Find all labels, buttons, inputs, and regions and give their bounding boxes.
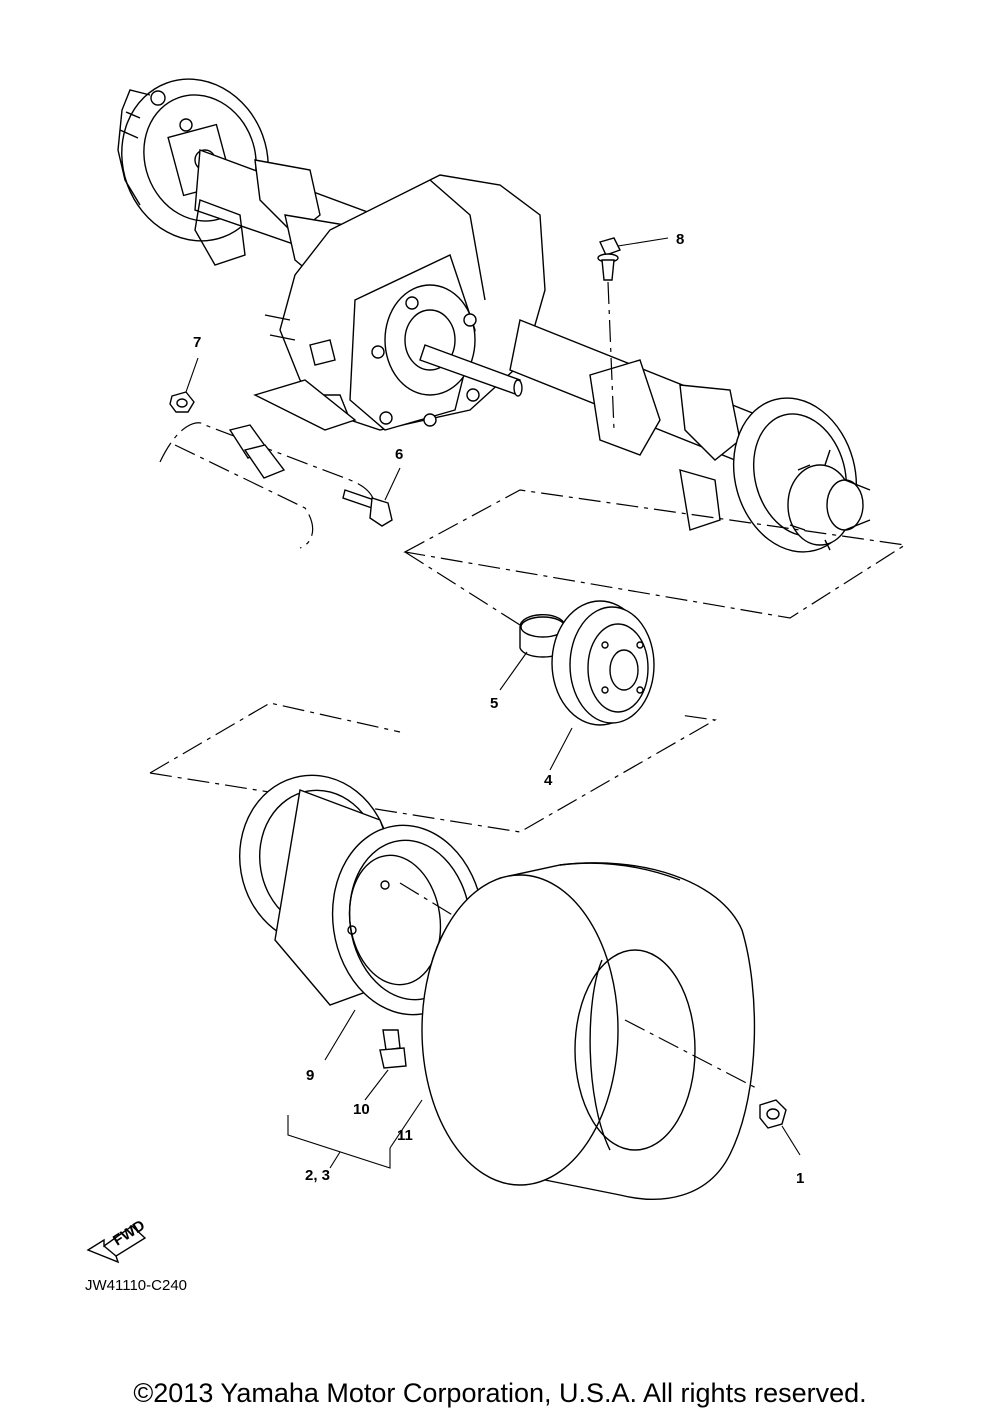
- callout-9: 9: [306, 1067, 314, 1084]
- part-4-brake-drum: [549, 600, 655, 771]
- right-brake-drum: [732, 397, 871, 553]
- part-8-bolt: [597, 237, 669, 281]
- callout-1: 1: [796, 1170, 804, 1187]
- part-11-tire: [421, 862, 756, 1200]
- part-7-nut: [169, 357, 199, 413]
- fwd-arrow: FWD: [86, 1217, 148, 1264]
- callout-10: 10: [353, 1101, 370, 1118]
- callout-6: 6: [395, 446, 403, 463]
- callout-11: 11: [397, 1127, 413, 1144]
- rear-axle-assembly: [117, 78, 871, 553]
- differential-housing: [264, 174, 546, 431]
- frame-rail-section: [159, 379, 376, 549]
- part-9-wheel-rim: [238, 774, 485, 1061]
- callout-7: 7: [193, 334, 201, 351]
- copyright-notice: ©2013 Yamaha Motor Corporation, U.S.A. A…: [133, 1378, 867, 1408]
- part-1-wheel-nut: [759, 1099, 801, 1156]
- drawing-code: JW41110-C240: [85, 1277, 187, 1294]
- callout-5: 5: [490, 695, 498, 712]
- callout-4: 4: [544, 772, 553, 789]
- part-6-bolt: [342, 467, 401, 527]
- callout-bracket-2-3: [287, 1099, 423, 1169]
- callout-8: 8: [676, 231, 684, 248]
- part-10-valve-stem: [364, 1029, 407, 1101]
- callout-2-3: 2, 3: [305, 1167, 330, 1184]
